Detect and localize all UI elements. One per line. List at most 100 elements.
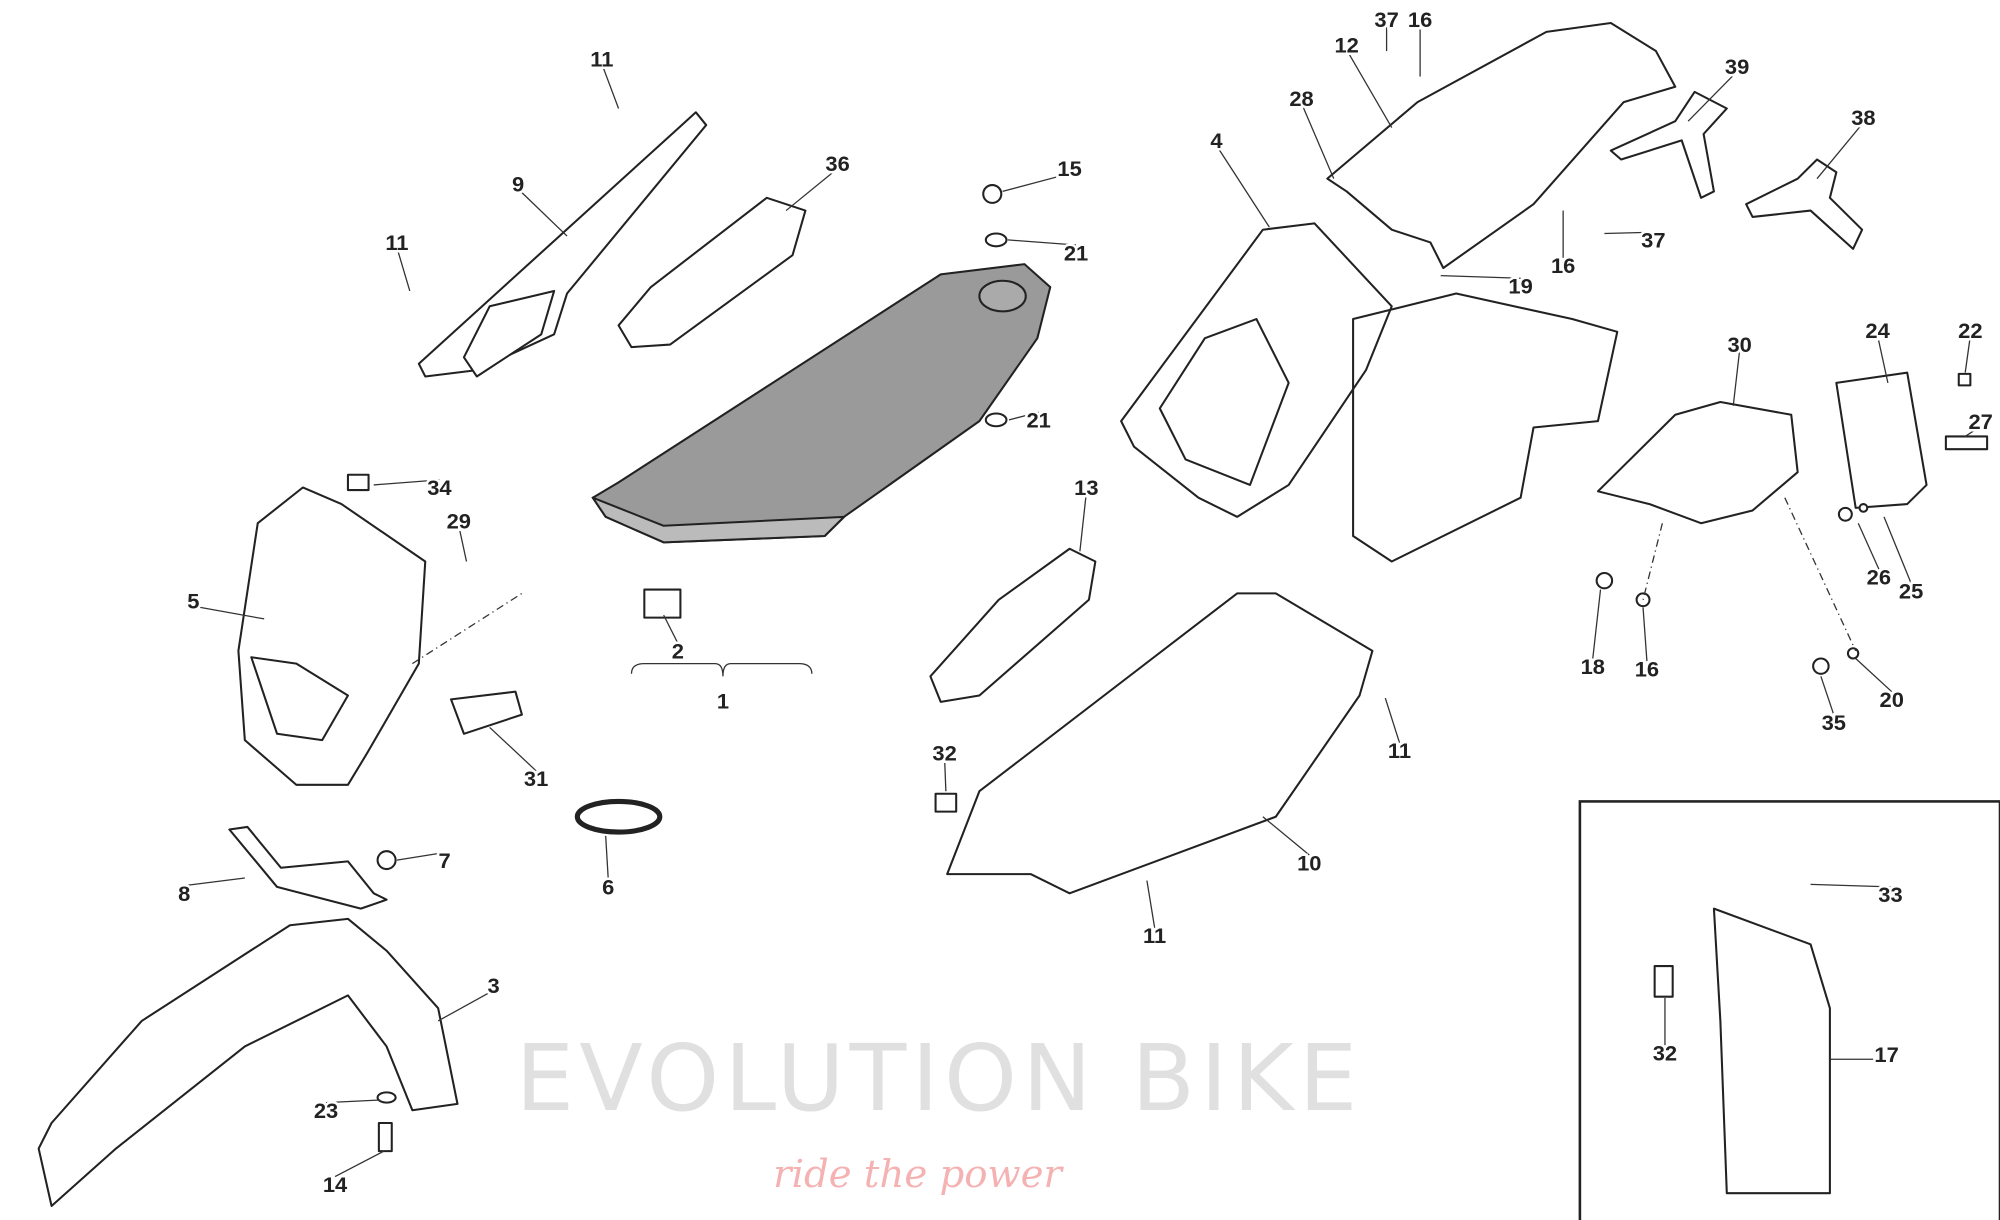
callout-20: 20 — [1880, 687, 1904, 712]
leader-line — [1642, 607, 1648, 662]
part-18-screw — [1595, 571, 1614, 590]
callout-39: 39 — [1725, 54, 1749, 79]
callout-26: 26 — [1867, 565, 1891, 590]
callout-5: 5 — [187, 589, 199, 614]
leader-line — [1079, 492, 1087, 552]
part-23-washer — [376, 1091, 397, 1104]
leader-line — [1964, 425, 1982, 437]
callout-21: 21 — [1026, 408, 1050, 433]
leader-line — [785, 167, 839, 212]
leader-line — [1604, 231, 1654, 235]
leader-line — [663, 614, 679, 644]
leader-line — [1810, 883, 1891, 888]
callout-34: 34 — [427, 475, 451, 500]
leader-line — [1857, 522, 1880, 570]
leader-line — [1816, 122, 1864, 180]
part-20-washer — [1846, 647, 1860, 660]
callout-9: 9 — [512, 172, 524, 197]
leader-line — [1008, 411, 1039, 421]
callout-18: 18 — [1581, 654, 1605, 679]
leader-line — [1855, 658, 1893, 693]
callout-11: 11 — [1143, 923, 1166, 948]
callout-8: 8 — [178, 881, 190, 906]
callout-4: 4 — [1210, 128, 1222, 153]
callout-16: 16 — [1408, 7, 1432, 32]
part-13-panel — [929, 547, 1097, 703]
part-22-screw — [1957, 372, 1972, 387]
callout-23: 23 — [314, 1098, 338, 1123]
part-21-washer — [984, 412, 1008, 428]
callout-29: 29 — [447, 508, 471, 533]
leader-line — [489, 726, 537, 772]
part-1-seat — [591, 263, 1052, 544]
callout-16: 16 — [1551, 253, 1575, 278]
leader-line — [334, 1150, 385, 1178]
part-27-reflector — [1944, 435, 1989, 451]
callout-30: 30 — [1728, 332, 1752, 357]
callout-35: 35 — [1822, 710, 1846, 735]
leader-line — [1262, 816, 1310, 856]
leader-line — [1732, 349, 1741, 406]
part-15-lock — [982, 184, 1003, 204]
callout-32: 32 — [1653, 1041, 1677, 1066]
assembly-lines — [412, 497, 1857, 665]
leader-line — [601, 63, 620, 109]
callout-37: 37 — [1374, 7, 1398, 32]
leader-line — [437, 989, 494, 1022]
watermark: EVOLUTION BIKE ride the power — [515, 1025, 1362, 1197]
part-7-grommet — [376, 850, 397, 871]
part-26-washer — [1837, 506, 1853, 522]
leader-line — [326, 1099, 381, 1104]
part-36-panel — [617, 196, 807, 349]
leader-line — [1300, 103, 1335, 179]
callout-7: 7 — [438, 848, 450, 873]
part-31-cover — [450, 690, 523, 735]
part-2-clip — [643, 588, 682, 619]
callout-19: 19 — [1508, 274, 1532, 299]
part-30-license-holder — [1596, 400, 1799, 525]
part-32-clip — [1653, 965, 1674, 998]
callout-12: 12 — [1334, 32, 1358, 57]
watermark-tagline: ride the power — [773, 1152, 1064, 1197]
callout-11: 11 — [590, 46, 613, 71]
brace — [630, 662, 813, 677]
callout-11: 11 — [385, 230, 408, 255]
leader-line — [1820, 676, 1835, 715]
callout-11: 11 — [1388, 738, 1411, 763]
leader-line — [1964, 335, 1971, 373]
leader-line — [373, 479, 440, 486]
frame-subframe — [1352, 292, 1619, 563]
part-34-nut — [346, 473, 370, 492]
callout-21: 21 — [1064, 240, 1088, 265]
callout-25: 25 — [1899, 579, 1923, 604]
inset-box — [1578, 800, 2000, 1220]
callout-38: 38 — [1851, 105, 1875, 130]
callout-6: 6 — [602, 875, 614, 900]
part-21-washer — [984, 232, 1008, 248]
callout-14: 14 — [323, 1172, 347, 1197]
callout-2: 2 — [672, 639, 684, 664]
callout-13: 13 — [1074, 475, 1098, 500]
callout-22: 22 — [1958, 318, 1982, 343]
callout-15: 15 — [1057, 156, 1081, 181]
callout-27: 27 — [1968, 409, 1992, 434]
part-4-rear-fender-inner — [1120, 222, 1393, 518]
callout-10: 10 — [1297, 850, 1321, 875]
callout-3: 3 — [487, 973, 499, 998]
leader-line — [396, 247, 411, 292]
leader-line — [193, 605, 265, 620]
callout-36: 36 — [825, 151, 849, 176]
leader-line — [1007, 239, 1077, 246]
part-38-bracket — [1745, 158, 1864, 250]
callout-1: 1 — [717, 688, 729, 713]
part-39-bracket — [1609, 90, 1728, 199]
leader-line — [1002, 172, 1070, 193]
leader-line — [396, 851, 445, 861]
watermark-text: EVOLUTION BIKE — [515, 1025, 1362, 1132]
callout-37: 37 — [1641, 228, 1665, 253]
leader-line — [517, 188, 568, 237]
callout-16: 16 — [1635, 656, 1659, 681]
